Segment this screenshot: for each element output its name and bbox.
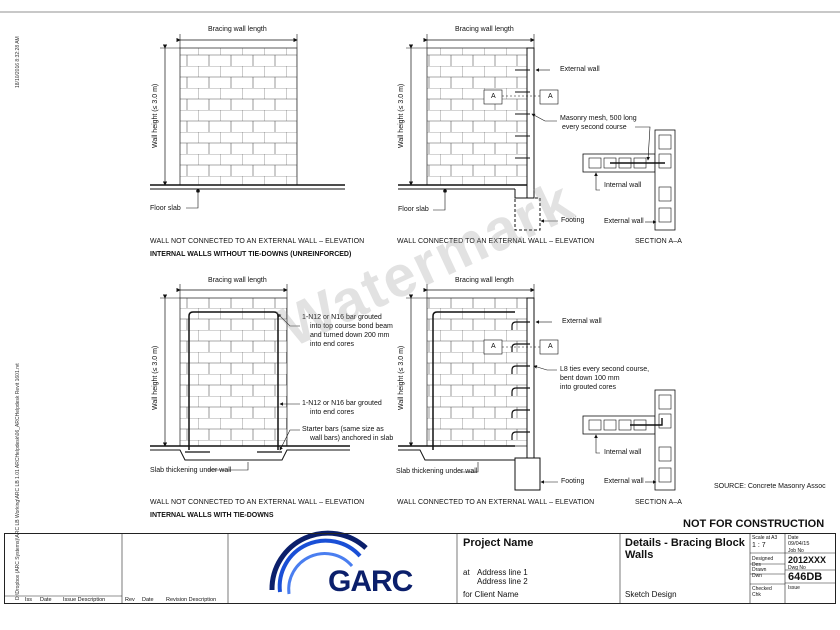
tb-title: Details - Bracing Block Walls — [625, 537, 745, 561]
d4-external-label: External wall — [562, 318, 602, 325]
s2-external-label: External wall — [604, 478, 644, 485]
d4-a-right: A — [548, 343, 553, 350]
tb-designed-label: Designed — [752, 556, 774, 562]
d3-length-label: Bracing wall length — [208, 277, 267, 284]
tb-address-2: Address line 2 — [477, 577, 528, 586]
title-block-lines — [4, 533, 836, 604]
d2-mesh-label-1: Masonry mesh, 500 long — [560, 115, 637, 122]
d3-height-label: Wall height (≤ 3.0 m) — [152, 345, 159, 410]
d4-a-left: A — [491, 343, 496, 350]
title-block — [4, 533, 836, 604]
d1-length-label: Bracing wall length — [208, 26, 267, 33]
d2-caption: WALL CONNECTED TO AN EXTERNAL WALL – ELE… — [397, 238, 595, 245]
d2-length-label: Bracing wall length — [455, 26, 514, 33]
tb-scale: 1 : 7 — [752, 542, 766, 549]
d3-note-1d: into end cores — [310, 341, 354, 348]
s2-internal-label: Internal wall — [604, 449, 642, 456]
source-note: SOURCE: Concrete Masonry Assoc — [714, 483, 826, 490]
garc-logo-text: GARC — [328, 565, 413, 598]
s1-caption: SECTION A–A — [635, 238, 683, 245]
diagram-4-elevation — [398, 284, 559, 491]
tb-drawn: Dwn — [752, 573, 763, 579]
d4-caption: WALL CONNECTED TO AN EXTERNAL WALL – ELE… — [397, 499, 595, 506]
tb-rev-desc: Revision Description — [166, 597, 217, 603]
d3-caption: WALL NOT CONNECTED TO AN EXTERNAL WALL –… — [150, 499, 365, 506]
tb-checked: Chk — [752, 592, 761, 598]
tb-rev-date: Date — [142, 597, 154, 603]
d2-external-label: External wall — [560, 66, 600, 73]
d3-slab-label: Slab thickening under wall — [150, 467, 232, 474]
tb-address-1: Address line 1 — [477, 568, 528, 577]
tb-designed: Des — [752, 562, 761, 568]
d4-l8-2: bent down 100 mm — [560, 375, 620, 382]
d3-note-1b: into top course bond beam — [310, 323, 393, 330]
tb-issue-desc: Issue Description — [63, 597, 106, 603]
tb-at: at — [463, 568, 470, 577]
d4-slab-label: Slab thickening under wall — [396, 468, 478, 475]
tb-date: Date — [40, 597, 52, 603]
tb-date-value: 09/04/15 — [788, 541, 810, 547]
d2-a-left: A — [491, 93, 496, 100]
tb-rev: Rev — [125, 597, 135, 603]
d2-floor-label: Floor slab — [398, 206, 429, 213]
d2-mesh-label-2: every second course — [562, 124, 627, 131]
d3-note-1a: 1-N12 or N16 bar grouted — [302, 314, 382, 321]
tb-client: for Client Name — [463, 590, 519, 599]
d2-a-right: A — [548, 93, 553, 100]
tb-iss: Iss — [25, 597, 33, 603]
d1-caption: WALL NOT CONNECTED TO AN EXTERNAL WALL –… — [150, 238, 365, 245]
tb-job: 2012XXX — [788, 555, 827, 565]
d2-footing-label: Footing — [561, 217, 585, 224]
d3-note-3a: Starter bars (same size as — [302, 426, 384, 433]
s1-external-label: External wall — [604, 218, 644, 225]
diagram-3-elevation — [150, 284, 350, 471]
d3-note-3b: wall bars) anchored in slab — [310, 435, 394, 442]
tb-issue-label: Issue — [788, 585, 800, 591]
tb-dwg: 646DB — [788, 571, 823, 583]
d4-l8-1: L8 ties every second course, — [560, 366, 650, 373]
section-1 — [582, 126, 676, 231]
print-date: 18/10/2016 8:32:28 AM — [15, 36, 21, 88]
d2-height-label: Wall height (≤ 3.0 m) — [398, 83, 405, 148]
diagram-2-elevation — [398, 34, 559, 231]
d3-note-2a: 1-N12 or N16 bar grouted — [302, 400, 382, 407]
section-2 — [582, 389, 676, 491]
tb-scale-label: Scale at A3 — [752, 535, 778, 541]
tb-status: Sketch Design — [625, 590, 677, 599]
tb-checked-label: Checked — [752, 586, 772, 592]
d1-height-label: Wall height (≤ 3.0 m) — [152, 83, 159, 148]
tb-project-name: Project Name — [463, 537, 534, 549]
d3-note-1c: and turned down 200 mm — [310, 332, 390, 339]
tb-drawn-label: Drawn — [752, 567, 767, 573]
tb-dwg-label: Dwg No — [788, 565, 806, 571]
d4-length-label: Bracing wall length — [455, 277, 514, 284]
tb-date-label: Date — [788, 535, 799, 541]
heading-2: INTERNAL WALLS WITH TIE-DOWNS — [150, 512, 274, 519]
not-for-construction: NOT FOR CONSTRUCTION — [683, 518, 825, 530]
s1-internal-label: Internal wall — [604, 182, 642, 189]
d4-height-label: Wall height (≤ 3.0 m) — [398, 345, 405, 410]
tb-job-label: Job No — [788, 548, 804, 554]
s2-caption: SECTION A–A — [635, 499, 683, 506]
garc-logo-arcs — [269, 530, 368, 595]
diagram-1-elevation — [150, 34, 345, 209]
heading-1: INTERNAL WALLS WITHOUT TIE-DOWNS (UNREIN… — [150, 251, 352, 258]
d3-note-2b: into end cores — [310, 409, 354, 416]
d4-footing-label: Footing — [561, 478, 585, 485]
d1-floor-label: Floor slab — [150, 205, 181, 212]
d4-l8-3: into grouted cores — [560, 384, 617, 391]
